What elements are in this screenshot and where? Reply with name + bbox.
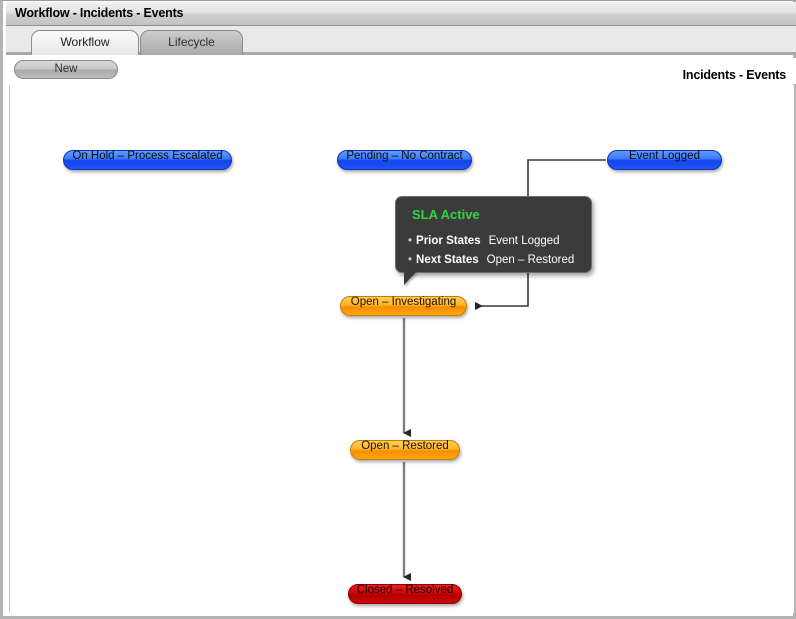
page-title: Incidents - Events — [682, 68, 787, 82]
node-on-hold-process-escalated[interactable]: On Hold – Process Escalated — [63, 150, 232, 170]
window-title: Workflow - Incidents - Events — [15, 6, 184, 20]
node-label: Pending – No Contract — [346, 150, 463, 162]
node-open-restored[interactable]: Open – Restored — [350, 440, 460, 460]
new-button-label: New — [54, 63, 78, 75]
tab-workflow-label: Workflow — [60, 35, 110, 49]
window-titlebar: Workflow - Incidents - Events — [6, 2, 796, 26]
tab-strip: Workflow Lifecycle — [6, 26, 796, 55]
node-label: On Hold – Process Escalated — [72, 150, 223, 162]
toolbar: New Incidents - Events — [6, 58, 796, 84]
tab-lifecycle-label: Lifecycle — [168, 35, 215, 49]
sla-tooltip-row-next-states: •Next States Open – Restored — [408, 254, 574, 266]
sla-next-states-key: Next States — [416, 254, 479, 266]
node-label: Closed – Resolved — [356, 584, 454, 596]
node-label: Event Logged — [629, 150, 700, 162]
sla-prior-states-value: Event Logged — [488, 235, 560, 247]
node-pending-no-contract[interactable]: Pending – No Contract — [337, 150, 472, 170]
node-event-logged[interactable]: Event Logged — [607, 150, 722, 170]
node-closed-resolved[interactable]: Closed – Resolved — [348, 584, 462, 604]
workflow-canvas: On Hold – Process Escalated Pending – No… — [9, 85, 794, 613]
sla-tooltip-row-prior-states: •Prior States Event Logged — [408, 235, 560, 247]
sla-tooltip-title: SLA Active — [412, 207, 480, 222]
tab-workflow[interactable]: Workflow — [31, 30, 139, 55]
sla-prior-states-key: Prior States — [416, 235, 481, 247]
bullet-icon: • — [408, 254, 413, 266]
node-open-investigating[interactable]: Open – Investigating — [340, 296, 467, 316]
sla-tooltip-pointer — [404, 271, 417, 285]
bullet-icon: • — [408, 235, 413, 247]
node-label: Open – Investigating — [350, 296, 457, 308]
new-button[interactable]: New — [14, 60, 118, 79]
tab-lifecycle[interactable]: Lifecycle — [140, 30, 243, 55]
sla-tooltip: SLA Active •Prior States Event Logged •Ne… — [395, 196, 592, 285]
sla-next-states-value: Open – Restored — [486, 254, 575, 266]
node-label: Open – Restored — [361, 440, 449, 452]
